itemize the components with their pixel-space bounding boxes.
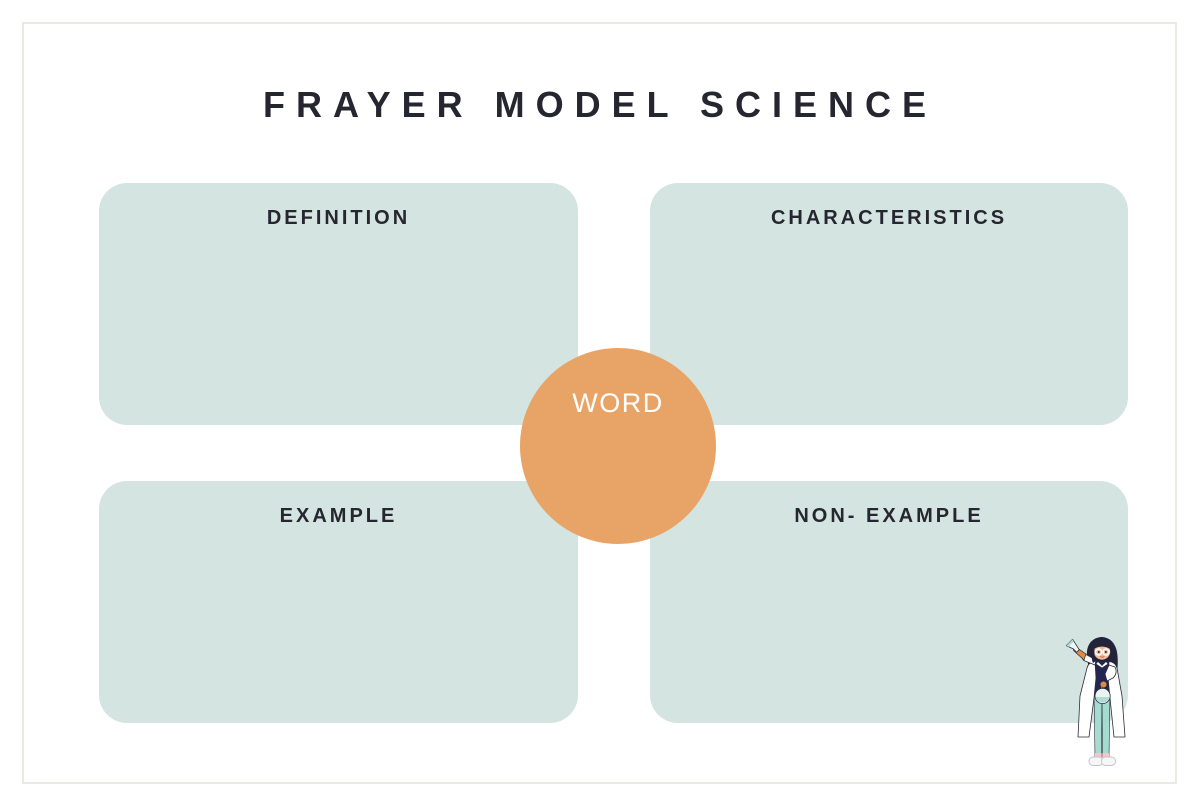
quadrant-example[interactable]: EXAMPLE xyxy=(99,481,578,723)
word-circle[interactable]: WORD xyxy=(520,348,716,544)
quadrant-characteristics-label: CHARACTERISTICS xyxy=(770,207,1008,229)
quadrant-definition[interactable]: DEFINITION xyxy=(99,183,578,425)
quadrant-non-example[interactable]: NON- EXAMPLE xyxy=(650,481,1128,723)
quadrant-characteristics[interactable]: CHARACTERISTICS xyxy=(650,183,1128,425)
quadrant-non-example-label: NON- EXAMPLE xyxy=(794,505,984,527)
page-title: FRAYER MODEL SCIENCE xyxy=(262,84,938,125)
quadrant-example-label: EXAMPLE xyxy=(279,505,398,527)
word-label: WORD xyxy=(572,388,664,418)
quadrant-definition-label: DEFINITION xyxy=(266,207,411,229)
scientist-illustration xyxy=(1065,637,1126,766)
